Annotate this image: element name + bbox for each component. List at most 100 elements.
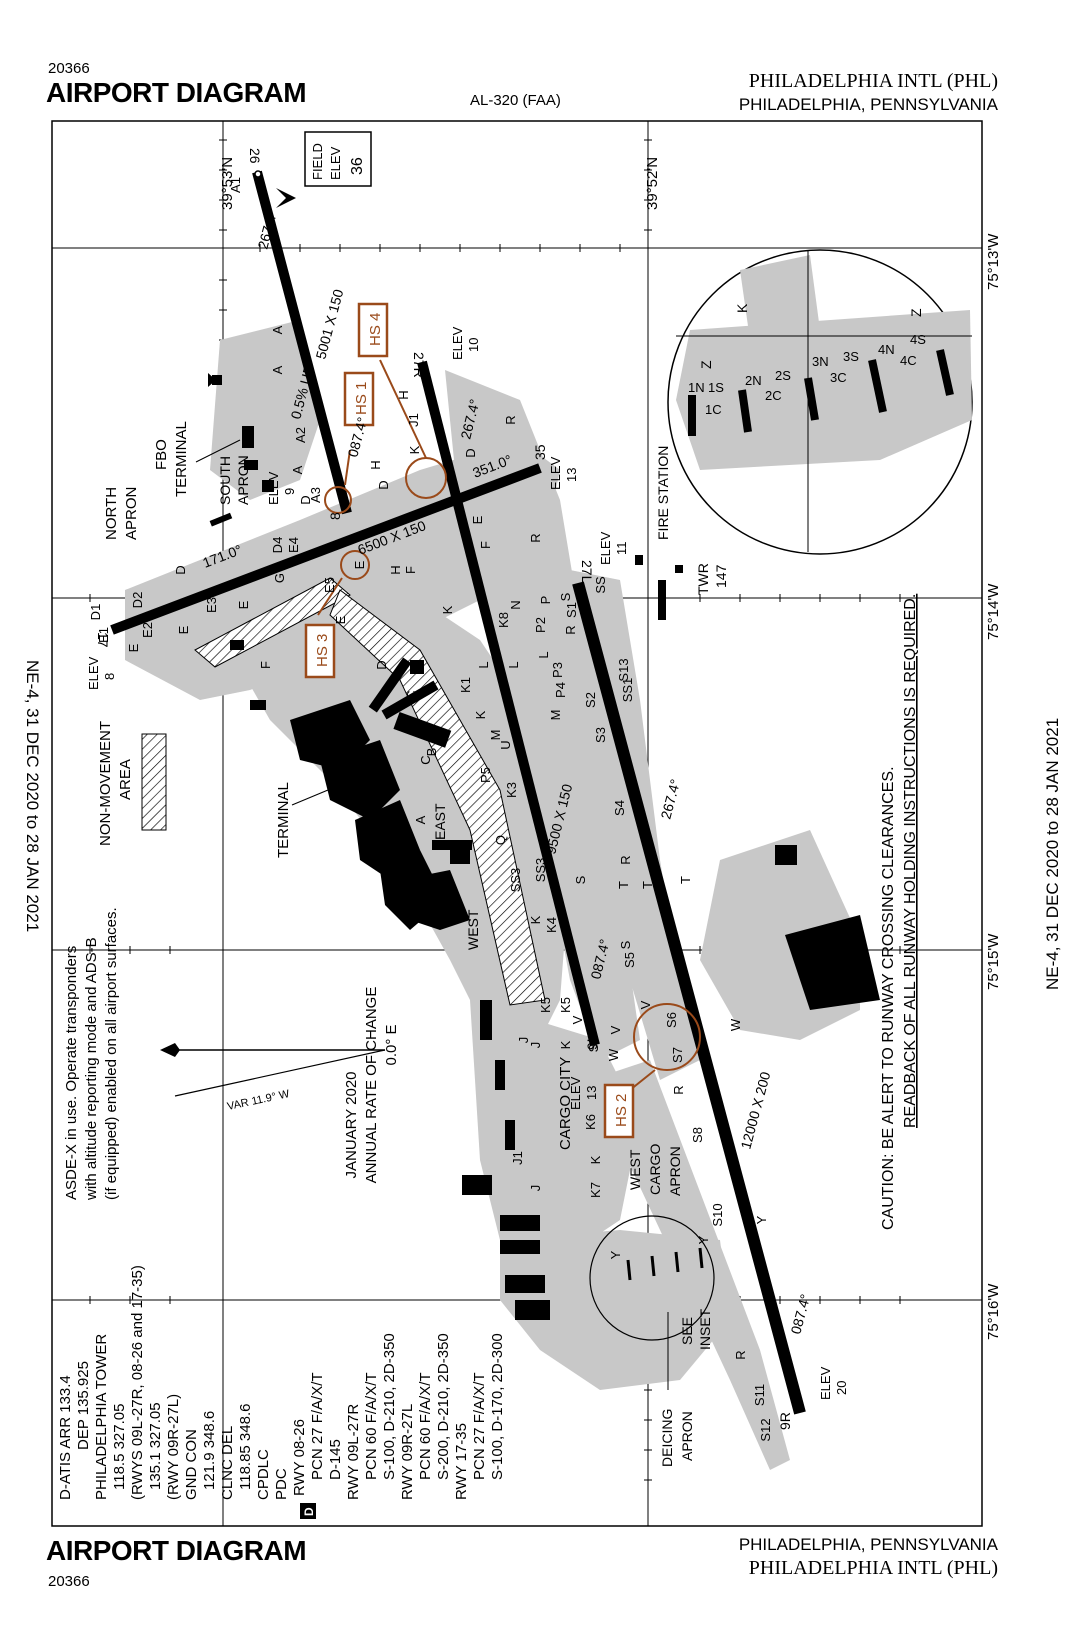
svg-text:11: 11 <box>614 542 629 556</box>
svg-text:W: W <box>606 1048 621 1061</box>
svg-text:J: J <box>528 1042 543 1049</box>
svg-text:TERMINAL: TERMINAL <box>173 421 190 497</box>
svg-text:D: D <box>463 448 478 457</box>
svg-text:13: 13 <box>584 1086 599 1100</box>
svg-text:S: S <box>558 592 573 601</box>
svg-text:27R: 27R <box>411 352 427 378</box>
field-elev-box <box>304 131 372 187</box>
svg-text:APRON: APRON <box>123 487 140 540</box>
lon-label-1: 75°13'W <box>985 233 1002 290</box>
svg-text:CARGO CITY: CARGO CITY <box>557 1057 574 1150</box>
svg-text:NORTH: NORTH <box>103 487 120 540</box>
svg-text:121.9 348.6: 121.9 348.6 <box>201 1411 218 1490</box>
svg-text:K5: K5 <box>538 997 553 1013</box>
svg-text:P: P <box>538 596 553 605</box>
field-elev-label2: ELEV <box>328 146 343 180</box>
svg-text:F: F <box>258 661 273 669</box>
chart-number-top: 20366 <box>48 60 90 77</box>
svg-text:K6: K6 <box>583 1114 598 1130</box>
svg-text:3N: 3N <box>812 354 829 369</box>
svg-text:A3: A3 <box>308 487 323 503</box>
svg-text:S-100, D-170, 2D-300: S-100, D-170, 2D-300 <box>489 1333 506 1480</box>
svg-text:M: M <box>548 710 563 721</box>
lon-label-4: 75°16'W <box>985 1283 1002 1340</box>
svg-text:D: D <box>374 660 389 669</box>
svg-text:147: 147 <box>713 564 729 588</box>
svg-text:READBACK OF ALL RUNWAY HOLDING: READBACK OF ALL RUNWAY HOLDING INSTRUCTI… <box>902 594 919 1128</box>
svg-text:CLNC DEL: CLNC DEL <box>219 1426 236 1500</box>
runway-09l-27r <box>417 360 600 1047</box>
rwy26-marker <box>254 170 262 178</box>
tower-building <box>675 565 683 573</box>
svg-text:PCN 60 F/A/X/T: PCN 60 F/A/X/T <box>363 1372 380 1480</box>
runways <box>110 170 806 1415</box>
svg-text:K: K <box>407 445 422 454</box>
svg-text:Q: Q <box>493 835 508 845</box>
runway-08-26 <box>252 170 352 515</box>
d-symbol-letter: D <box>302 1507 316 1516</box>
svg-text:A: A <box>290 465 305 474</box>
svg-text:5001 X 150: 5001 X 150 <box>312 287 346 361</box>
pcn-block: RWY 08-26 PCN 27 F/A/X/T D-145 RWY 09L-2… <box>291 1333 506 1500</box>
svg-text:H: H <box>388 565 403 574</box>
svg-text:13: 13 <box>564 468 579 482</box>
magvar-rate: ANNUAL RATE OF CHANGE <box>363 987 380 1184</box>
svg-text:RWY 08-26: RWY 08-26 <box>291 1419 308 1496</box>
airport-name-top: PHILADELPHIA INTL (PHL) <box>748 70 998 92</box>
svg-text:ELEV: ELEV <box>548 456 563 490</box>
svg-text:K5: K5 <box>558 997 573 1013</box>
hs4-label: HS 4 <box>367 313 384 346</box>
svg-text:9R: 9R <box>777 1412 793 1430</box>
svg-text:(if equipped) enabled on all a: (if equipped) enabled on all airport sur… <box>103 907 120 1200</box>
svg-text:PCN 27 F/A/X/T: PCN 27 F/A/X/T <box>309 1372 326 1480</box>
svg-text:K: K <box>473 710 488 719</box>
svg-text:J: J <box>528 1185 543 1192</box>
hs3-label: HS 3 <box>314 634 331 667</box>
svg-text:S7: S7 <box>670 1047 685 1063</box>
svg-text:D4: D4 <box>270 537 285 554</box>
svg-text:L: L <box>506 661 521 668</box>
svg-text:EAST: EAST <box>432 803 448 840</box>
svg-text:SS3: SS3 <box>508 868 523 893</box>
svg-text:F: F <box>403 566 418 574</box>
lat-label-left: 39°53'N <box>219 157 236 210</box>
svg-text:S2: S2 <box>583 692 598 708</box>
svg-text:E3: E3 <box>204 597 219 613</box>
taxiway-labels: A1 A A A2 A A3 D D D D D4 D1 D2 E1 E2 E … <box>88 177 773 1442</box>
svg-text:1N: 1N <box>688 380 705 395</box>
cargo-buildings <box>462 1000 550 1320</box>
svg-text:3S: 3S <box>843 349 859 364</box>
deicing-inset-ref-circle <box>589 1215 715 1341</box>
d-symbol-icon <box>300 1503 316 1519</box>
svg-text:L: L <box>536 651 551 658</box>
deicing-pads <box>626 1247 704 1281</box>
svg-text:CAUTION: BE ALERT TO RUNWAY CR: CAUTION: BE ALERT TO RUNWAY CROSSING CLE… <box>880 766 897 1230</box>
svg-text:E: E <box>333 615 348 624</box>
svg-text:D-ATIS ARR 133.4: D-ATIS ARR 133.4 <box>57 1375 74 1500</box>
svg-text:V: V <box>638 1000 653 1009</box>
svg-text:C: C <box>418 755 433 764</box>
svg-text:D: D <box>376 480 391 489</box>
facility-labels: TERMINAL FBO TERMINAL NORTH APRON SOUTH … <box>103 421 863 1467</box>
fbo-buildings <box>209 375 274 527</box>
svg-text:TWR: TWR <box>695 563 711 595</box>
svg-text:8: 8 <box>102 673 117 680</box>
svg-text:B: B <box>424 748 439 757</box>
svg-text:ELEV: ELEV <box>450 326 465 360</box>
svg-text:CPDLC: CPDLC <box>255 1449 272 1500</box>
svg-text:S5: S5 <box>622 952 637 968</box>
svg-text:267.4°: 267.4° <box>657 777 683 820</box>
svg-text:APRON: APRON <box>235 455 251 505</box>
svg-text:RWY 09R-27L: RWY 09R-27L <box>399 1404 416 1500</box>
svg-text:ELEV: ELEV <box>86 656 101 690</box>
svg-text:K: K <box>440 605 455 614</box>
svg-text:1S: 1S <box>708 380 724 395</box>
svg-text:PCN 60 F/A/X/T: PCN 60 F/A/X/T <box>417 1372 434 1480</box>
svg-text:WEST: WEST <box>465 909 481 950</box>
field-elev-label1: FIELD <box>310 143 325 180</box>
svg-text:(RWY 09R-27L): (RWY 09R-27L) <box>165 1394 182 1500</box>
svg-text:1C: 1C <box>705 402 722 417</box>
svg-text:RWY 17-35: RWY 17-35 <box>453 1423 470 1500</box>
svg-text:K: K <box>558 1040 573 1049</box>
svg-text:4N: 4N <box>878 342 895 357</box>
